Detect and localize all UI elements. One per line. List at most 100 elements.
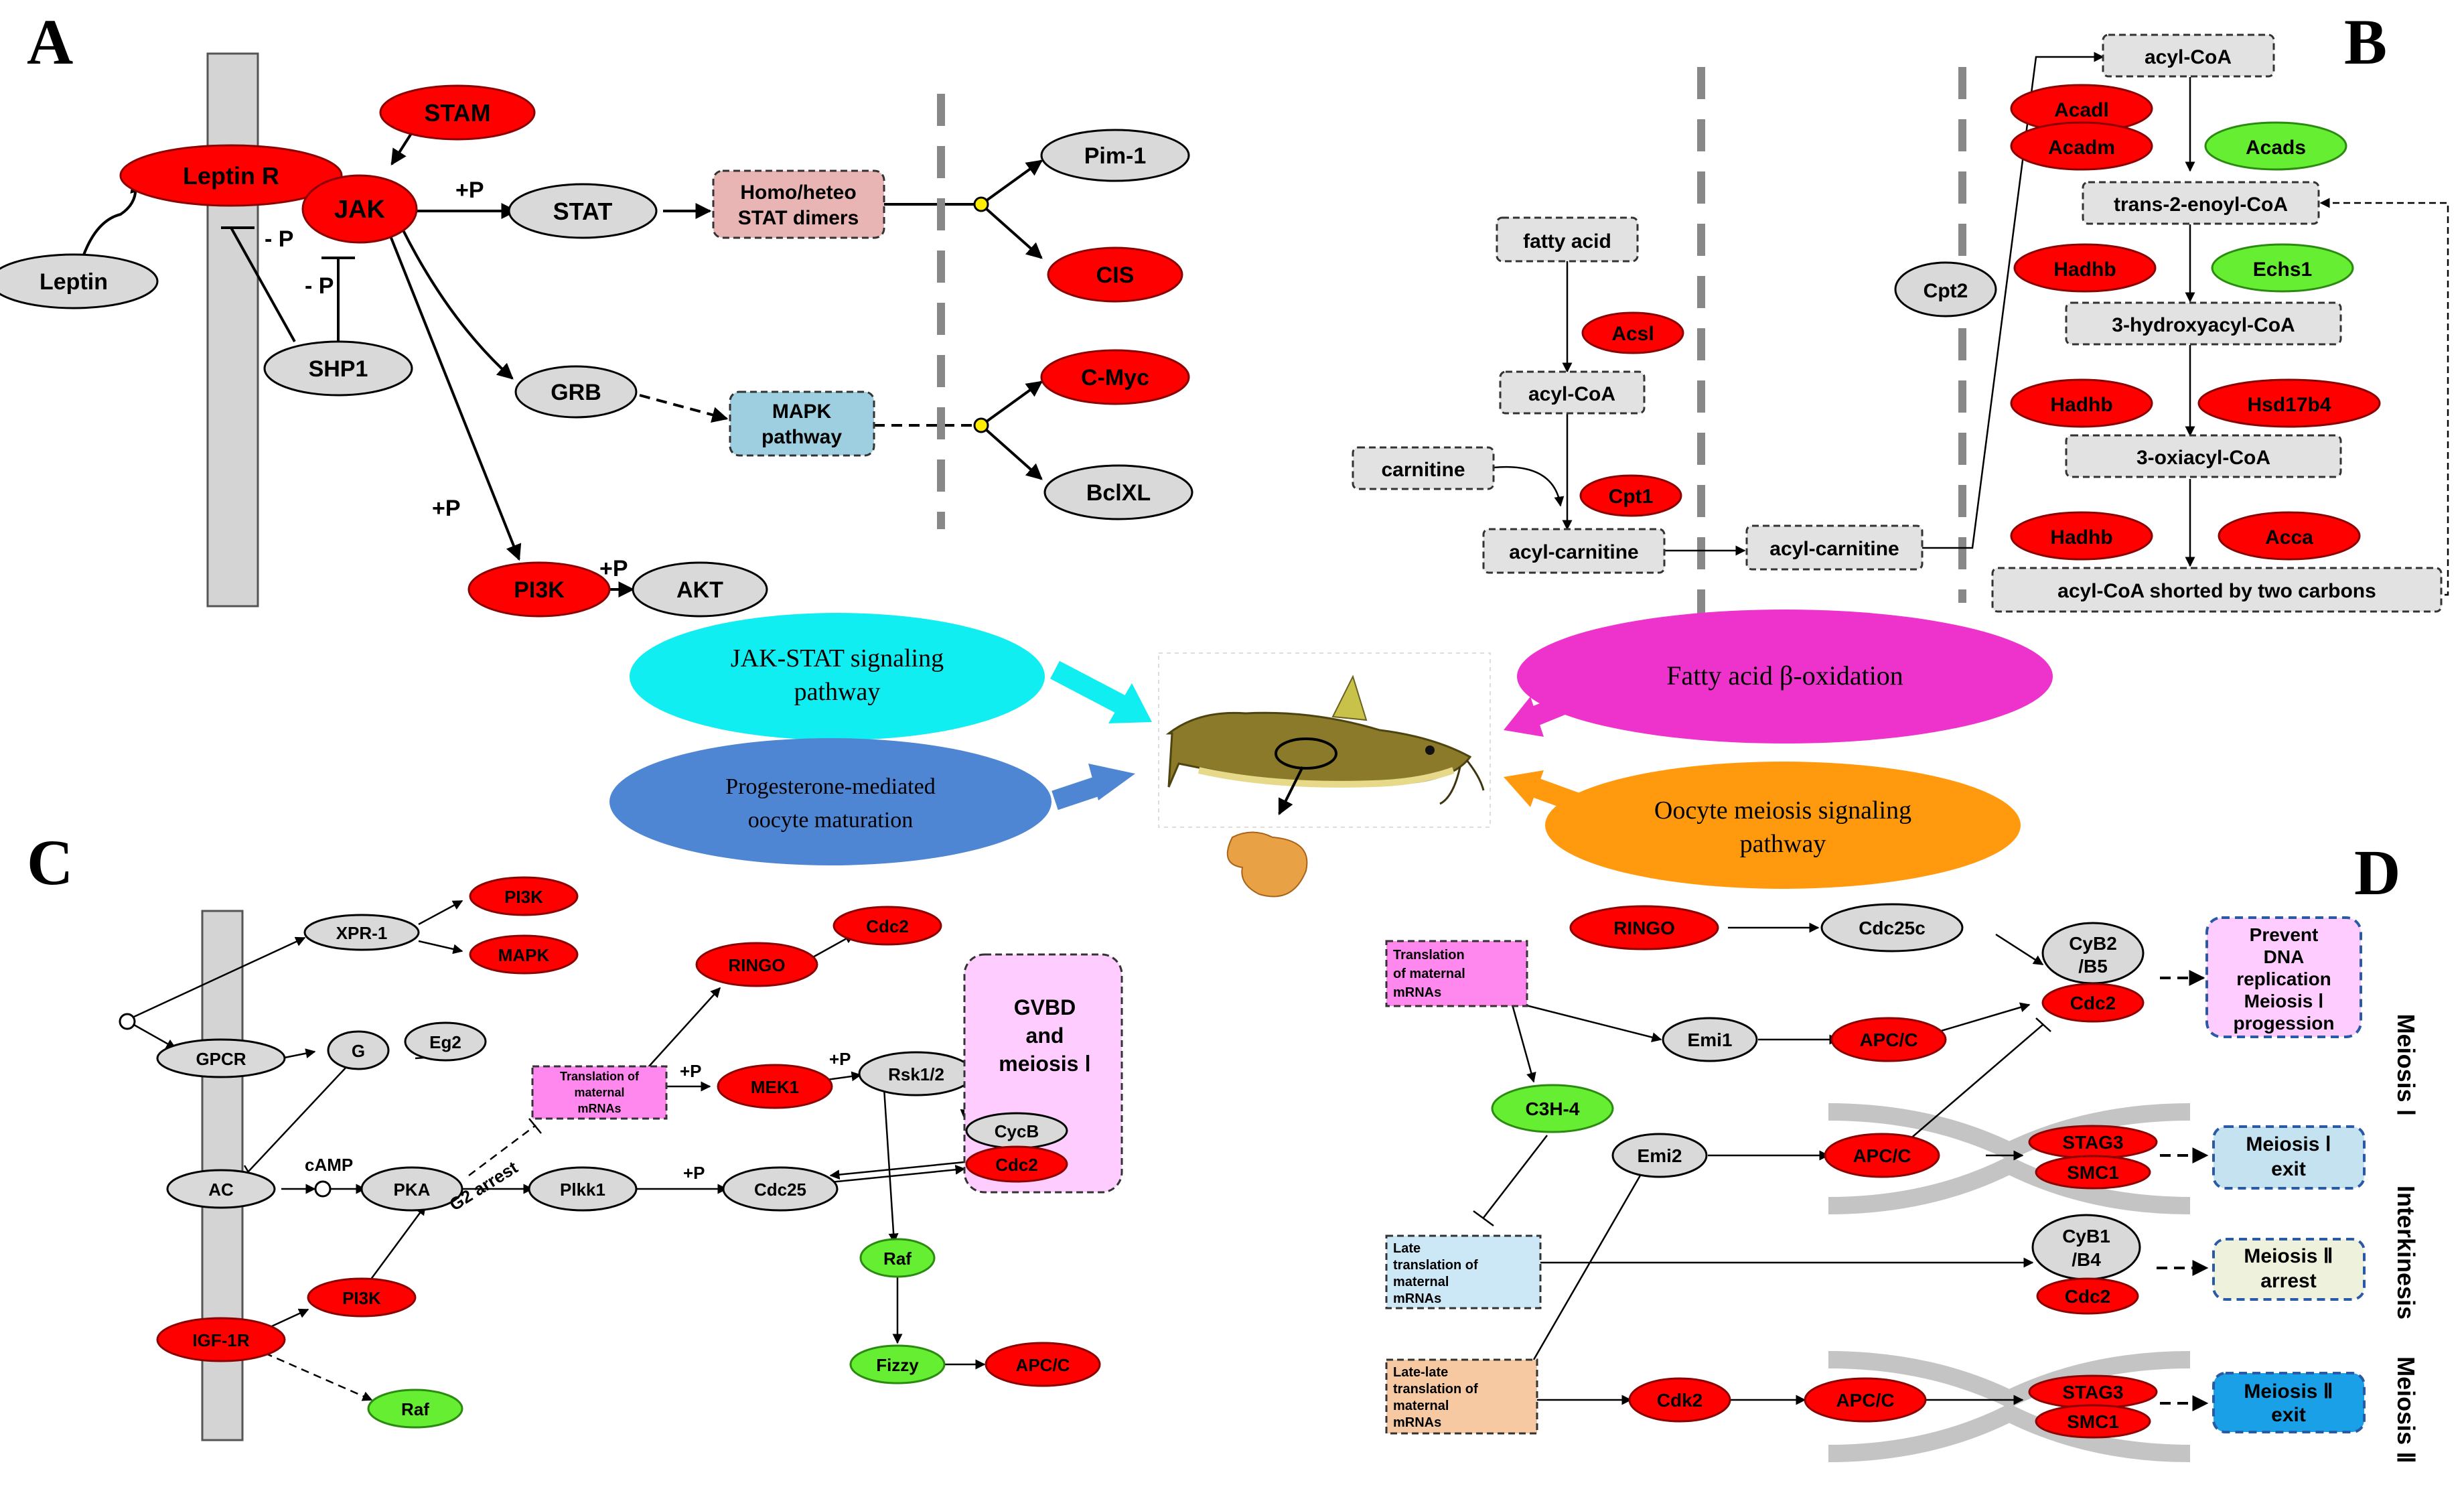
pka-label: PKA — [394, 1180, 431, 1200]
side-label-interkinesis: Interkinesis — [2392, 1186, 2420, 1320]
meiosis2-exit-line2: exit — [2271, 1404, 2306, 1426]
akt-label: AKT — [676, 577, 723, 603]
stat-node — [508, 183, 658, 239]
plus-p-jak-pi3k: +P — [432, 496, 461, 521]
apcc-d-label-1: APC/C — [1859, 1030, 1917, 1050]
meiosis1-exit-box — [2212, 1125, 2366, 1190]
cdk2-label: Cdk2 — [1657, 1390, 1702, 1411]
acadl-label: Acadl — [2054, 99, 2109, 121]
cis-label: CIS — [1096, 263, 1135, 288]
acsl-label: Acsl — [1611, 323, 1654, 345]
trans-enoyl-label: trans-2-enoyl-CoA — [2114, 194, 2288, 216]
late-late-line1: Late-late — [1393, 1365, 1448, 1380]
plus-p-pi3k-akt: +P — [599, 556, 628, 581]
progesterone-line1: Progesterone-mediated — [725, 774, 935, 799]
chromosome-shape-1 — [1828, 1103, 2191, 1214]
stat-label: STAT — [553, 198, 613, 225]
fizzy-node — [849, 1344, 946, 1384]
eg2-node — [404, 1021, 487, 1062]
gpcr-node — [156, 1038, 286, 1078]
hydroxyacyl-label: 3-hydroxyacyl-CoA — [2112, 314, 2295, 336]
pi3k-c-label-2: PI3K — [342, 1288, 381, 1308]
akt-node — [632, 561, 768, 618]
stam-node — [379, 84, 536, 141]
translation-c-line3: mRNAs — [577, 1102, 621, 1115]
acyl-carnitine-box-1 — [1482, 528, 1666, 574]
emi1-node — [1662, 1017, 1758, 1062]
trans-enoyl-box — [2082, 181, 2320, 225]
progesterone-line2: oocyte maturation — [748, 808, 913, 833]
cyb2-line2: /B5 — [2078, 956, 2108, 977]
oxiacyl-label: 3-oxiacyl-CoA — [2136, 447, 2270, 469]
cpt2-node — [1894, 261, 1997, 317]
pi3k-c-node-2 — [307, 1277, 417, 1318]
emi2-node — [1611, 1133, 1708, 1178]
apcc-d-label-2: APC/C — [1853, 1145, 1911, 1166]
bclxl-node — [1043, 464, 1193, 520]
cmyc-node — [1040, 349, 1190, 405]
acadm-node — [2010, 121, 2153, 171]
prevent-line5: progession — [2234, 1013, 2335, 1034]
panel-c: XPR-1 PI3K MAPK GPCR G AC cAMP PKA IGF-1… — [119, 876, 1123, 1441]
gvbd-line1: GVBD — [1014, 995, 1076, 1019]
ac-node — [166, 1169, 276, 1209]
late-translation-box — [1385, 1234, 1542, 1309]
emi1-label: Emi1 — [1688, 1030, 1733, 1050]
plus-p-jak-stat: +P — [455, 178, 484, 203]
cdc2-d-label-2: Cdc2 — [2065, 1286, 2110, 1307]
plus-p-c-3: +P — [683, 1163, 705, 1183]
panel-label-b: B — [2344, 6, 2387, 78]
fatty-acid-box — [1496, 216, 1639, 263]
xpr1-node — [303, 914, 420, 951]
hydroxyacyl-box — [2065, 301, 2342, 346]
jak-node — [301, 174, 418, 244]
leptin-r-node — [119, 144, 343, 207]
mapk-c-label: MAPK — [498, 945, 550, 965]
ringo-c-node — [695, 942, 818, 987]
meiosis1-exit-line1: Meiosis Ⅰ — [2246, 1133, 2331, 1155]
cpt1-node — [1579, 474, 1682, 517]
fatty-acid-label: fatty acid — [1523, 230, 1611, 253]
jak-stat-line1: JAK-STAT signaling — [731, 644, 944, 672]
fatty-ox-ellipse — [1517, 610, 2053, 743]
ac-label: AC — [208, 1180, 234, 1200]
panel-label-d: D — [2354, 837, 2400, 908]
cdc25c-label: Cdc25c — [1859, 918, 1926, 938]
panel-b: fatty acid Acsl acyl-CoA carnitine Cpt1 … — [1352, 33, 2449, 616]
ringo-d-node — [1569, 905, 1719, 950]
smc1-label-2: SMC1 — [2067, 1411, 2119, 1432]
stat-dimers-line2: STAT dimers — [738, 207, 859, 229]
panel-d: RINGO Cdc25c CyB2 /B5 Cdc2 Prevent DNA r… — [1385, 903, 2420, 1464]
panel-a: STAM Leptin R JAK Leptin SHP1 STAT GRB P… — [0, 52, 1193, 618]
cdc2-c-label-1: Cdc2 — [866, 916, 909, 936]
mek1-label: MEK1 — [751, 1077, 799, 1097]
acca-node — [2218, 511, 2361, 561]
shp1-node — [263, 340, 413, 397]
meiosis-sig-line1: Oocyte meiosis signaling — [1654, 796, 1911, 825]
pka-node — [360, 1166, 463, 1212]
apcc-d-node-1 — [1830, 1017, 1947, 1062]
late-translation-line1: Late — [1393, 1241, 1421, 1256]
leptin-node — [0, 253, 159, 309]
cdc25-node — [722, 1166, 839, 1212]
meiosis-sig-line2: pathway — [1740, 830, 1826, 858]
hadhb-node-3 — [2010, 511, 2153, 561]
raf-c-node-1 — [367, 1389, 463, 1429]
mapk-c-node — [469, 934, 579, 975]
late-late-line3: maternal — [1393, 1399, 1449, 1413]
cpt2-label: Cpt2 — [1924, 280, 1968, 302]
carnitine-box — [1352, 446, 1495, 490]
stag3-label-1: STAG3 — [2062, 1132, 2123, 1153]
apcc-d-node-2 — [1824, 1133, 1940, 1178]
g-label: G — [352, 1041, 365, 1061]
smc1-label-1: SMC1 — [2067, 1162, 2119, 1183]
translation-c-box — [531, 1065, 668, 1120]
mapk-line1: MAPK — [772, 401, 832, 423]
g-node — [327, 1030, 390, 1070]
cmyc-label: C-Myc — [1081, 365, 1149, 390]
fatty-ox-label: Fatty acid β-oxidation — [1666, 660, 1903, 691]
plus-p-c-2: +P — [829, 1049, 851, 1069]
mapk-pathway-box — [729, 390, 875, 457]
cdc2-d-label-1: Cdc2 — [2070, 993, 2116, 1013]
cdc2-c-node-1 — [832, 906, 942, 946]
